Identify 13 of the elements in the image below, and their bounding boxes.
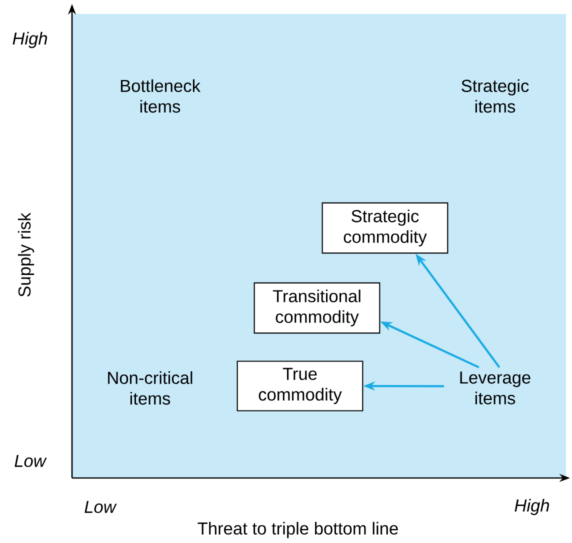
commodity-box: Transitional commodity: [254, 282, 380, 334]
quadrant-label: Bottleneck items: [120, 79, 200, 113]
quadrant-label: Strategic items: [462, 79, 529, 113]
axis-label: High: [514, 498, 550, 516]
commodity-box: Strategic commodity: [322, 202, 448, 254]
axis-title: Threat to triple bottom line: [198, 522, 398, 538]
quadrant-label: Non-critical items: [108, 371, 192, 405]
axis-label: High: [12, 32, 48, 48]
axis-label: Low: [14, 454, 47, 468]
quadrant-label: Leverage items: [460, 372, 530, 404]
axis-title: Supply risk: [18, 212, 34, 297]
commodity-box: True commodity: [236, 360, 364, 412]
axis-label: Low: [84, 500, 117, 514]
